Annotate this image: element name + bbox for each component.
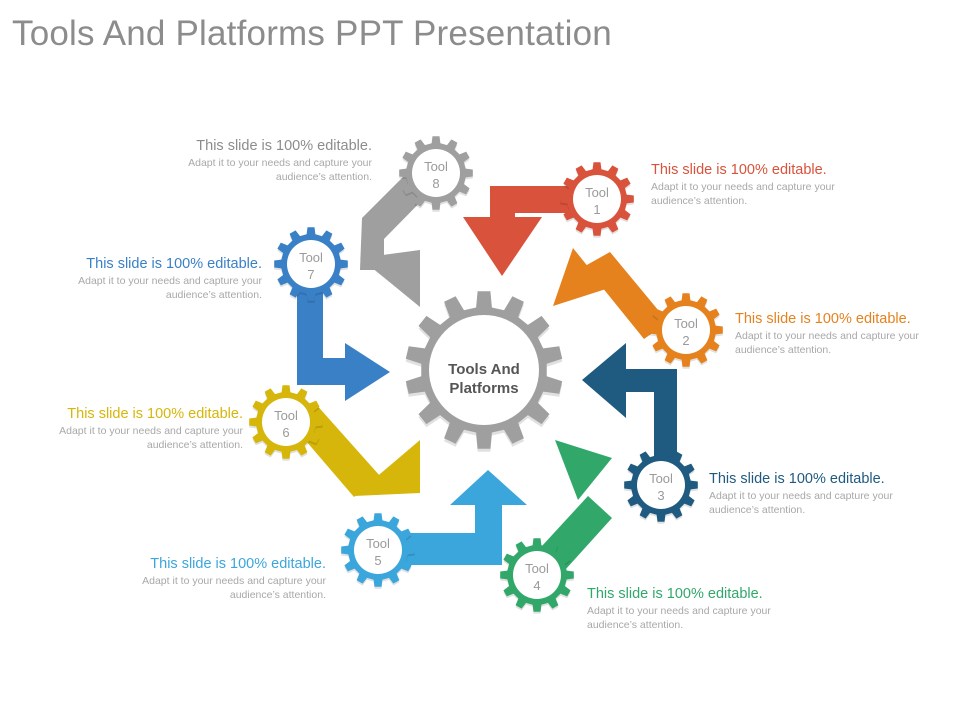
tool-1-heading: This slide is 100% editable. xyxy=(651,162,827,178)
tool-2-text: This slide is 100% editable. Adapt it to… xyxy=(735,310,960,357)
tool-6-number: 6 xyxy=(282,425,289,440)
center-label-line1: Tools And xyxy=(448,361,520,378)
tool-6-heading: This slide is 100% editable. xyxy=(67,406,243,422)
tool-4-label: Tool xyxy=(525,561,549,576)
tool-5-gear: Tool 5 xyxy=(341,513,415,589)
tool-5-body: Adapt it to your needs and capture your … xyxy=(142,575,326,601)
tool-2-arrow xyxy=(553,248,668,339)
tool-8-heading: This slide is 100% editable. xyxy=(196,138,372,154)
tool-1-text: This slide is 100% editable. Adapt it to… xyxy=(651,161,883,208)
tool-2-gear: Tool 2 xyxy=(649,293,723,369)
tool-7-number: 7 xyxy=(307,267,314,282)
tool-8-gear: Tool 8 xyxy=(399,136,473,212)
tool-7-label: Tool xyxy=(299,250,323,265)
tool-3-text: This slide is 100% editable. Adapt it to… xyxy=(709,470,941,517)
tool-2-body: Adapt it to your needs and capture your … xyxy=(735,330,919,356)
tool-1-label: Tool xyxy=(585,185,609,200)
tool-4-number: 4 xyxy=(533,578,540,593)
tool-4-text: This slide is 100% editable. Adapt it to… xyxy=(587,585,819,632)
tool-3-number: 3 xyxy=(657,488,664,503)
tool-1-number: 1 xyxy=(593,202,600,217)
tool-5-heading: This slide is 100% editable. xyxy=(150,556,326,572)
tool-4-gear: Tool 4 xyxy=(500,538,574,614)
tool-4-body: Adapt it to your needs and capture your … xyxy=(587,605,771,631)
tool-5-number: 5 xyxy=(374,553,381,568)
tool-4-heading: This slide is 100% editable. xyxy=(587,586,763,602)
tool-8-text: This slide is 100% editable. Adapt it to… xyxy=(140,137,372,184)
tool-6-text: This slide is 100% editable. Adapt it to… xyxy=(11,405,243,452)
tool-7-heading: This slide is 100% editable. xyxy=(86,256,262,272)
tool-6-label: Tool xyxy=(274,408,298,423)
center-label-line2: Platforms xyxy=(449,380,518,397)
tool-3-gear: Tool 3 xyxy=(624,448,698,524)
tool-3-body: Adapt it to your needs and capture your … xyxy=(709,490,893,516)
tool-8-label: Tool xyxy=(424,159,448,174)
tool-7-body: Adapt it to your needs and capture your … xyxy=(78,275,262,301)
tool-1-body: Adapt it to your needs and capture your … xyxy=(651,181,835,207)
tool-7-gear: Tool 7 xyxy=(274,227,348,303)
tool-2-number: 2 xyxy=(682,333,689,348)
tool-3-label: Tool xyxy=(649,471,673,486)
tool-6-body: Adapt it to your needs and capture your … xyxy=(59,425,243,451)
tool-7-text: This slide is 100% editable. Adapt it to… xyxy=(30,255,262,302)
tool-2-heading: This slide is 100% editable. xyxy=(735,311,911,327)
tool-1-gear: Tool 1 xyxy=(560,162,634,238)
tool-3-heading: This slide is 100% editable. xyxy=(709,471,885,487)
tool-8-body: Adapt it to your needs and capture your … xyxy=(188,157,372,183)
tool-2-label: Tool xyxy=(674,316,698,331)
tool-5-label: Tool xyxy=(366,536,390,551)
tool-5-text: This slide is 100% editable. Adapt it to… xyxy=(94,555,326,602)
tool-6-gear: Tool 6 xyxy=(249,385,323,461)
slide-title: Tools And Platforms PPT Presentation xyxy=(12,14,612,53)
tool-8-number: 8 xyxy=(432,176,439,191)
